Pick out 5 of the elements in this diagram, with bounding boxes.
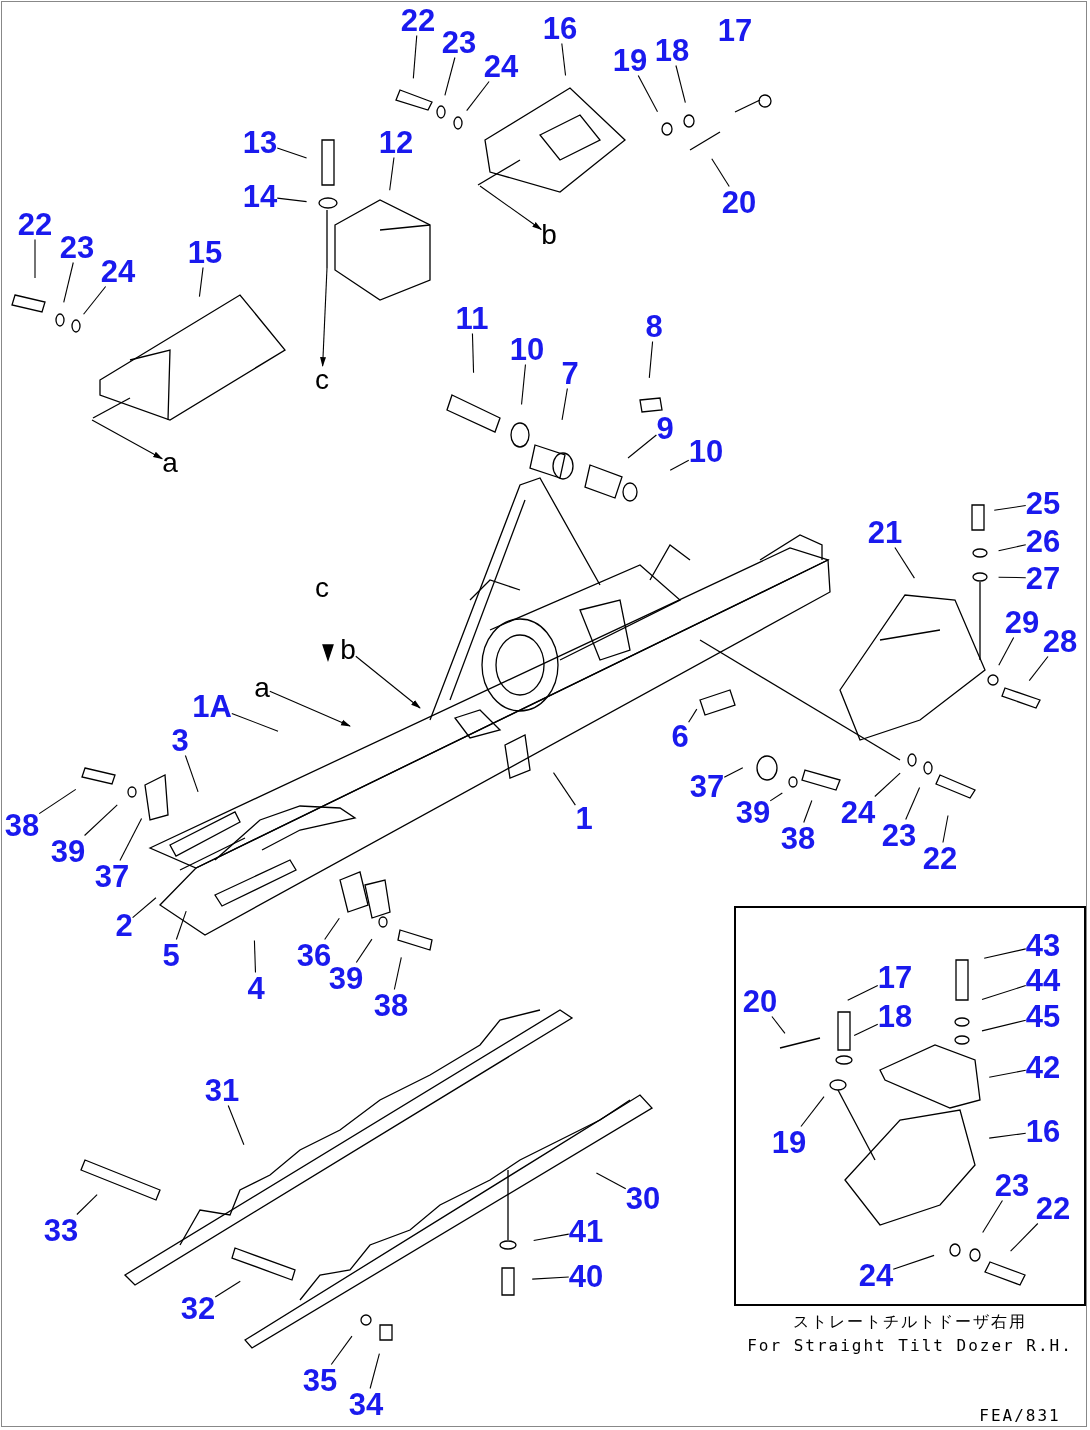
drawing-code: FEA/831 <box>979 1405 1061 1425</box>
caption-text: ストレートチルトドーザ右用 <box>793 1312 1027 1333</box>
callout-number: 17 <box>717 14 753 46</box>
caption-text: For Straight Tilt Dozer R.H. <box>747 1336 1073 1355</box>
reference-letter: c <box>315 574 329 602</box>
